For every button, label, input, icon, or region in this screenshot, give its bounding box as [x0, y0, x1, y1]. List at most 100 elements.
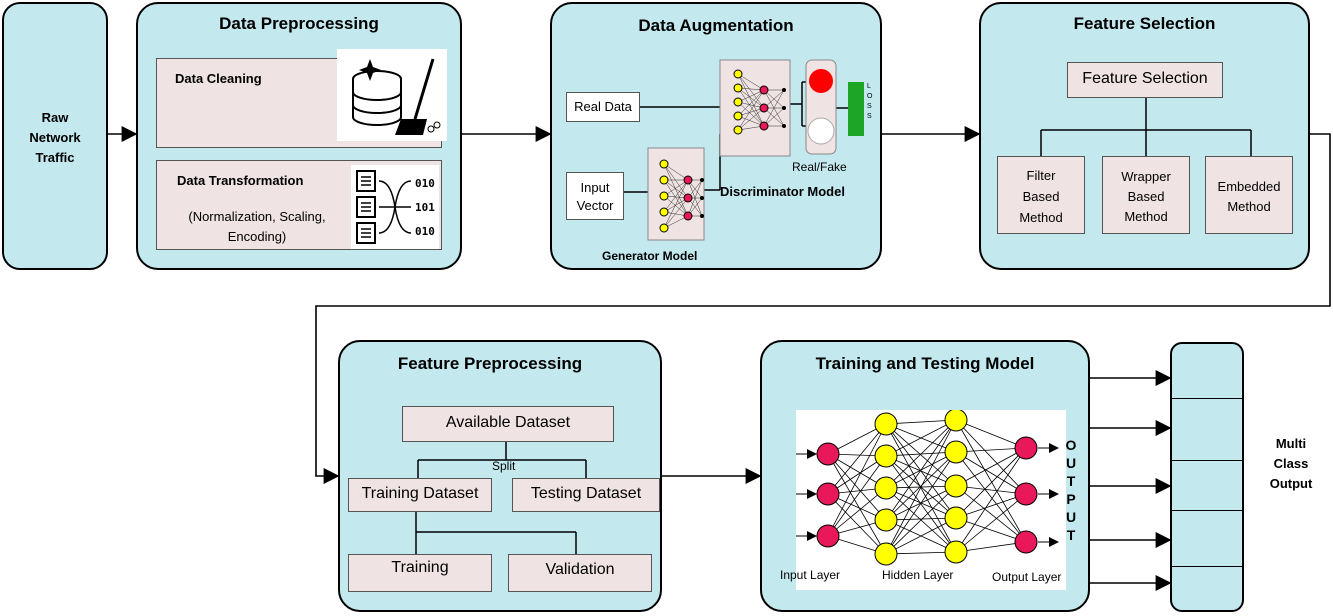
network-node	[874, 508, 898, 532]
network-edge	[885, 517, 957, 521]
network-node	[1014, 482, 1038, 506]
svg-text:101: 101	[415, 201, 435, 214]
neural-network	[796, 408, 1059, 566]
data-augmentation-panel: Data Augmentation	[550, 2, 882, 270]
generator-model-label: Generator Model	[602, 249, 698, 263]
network-edge	[737, 73, 765, 91]
multi-class-output-stack	[1170, 342, 1244, 612]
network-node	[816, 442, 840, 466]
network-node	[659, 207, 669, 217]
feature-selection-panel: Feature Selection Feature Selection Filt…	[979, 2, 1310, 270]
network-node	[816, 524, 840, 548]
network-edge	[827, 487, 887, 537]
network-edge	[955, 517, 1027, 543]
network-edge	[737, 107, 765, 131]
panel-title: Feature Preprocessing	[397, 354, 583, 373]
network-node	[733, 69, 743, 79]
network-edge	[885, 423, 957, 553]
database-broom-icon	[337, 49, 447, 141]
network-edge	[737, 89, 765, 117]
network-edge	[955, 419, 1027, 449]
network-edge	[737, 89, 765, 103]
network-edge	[955, 541, 1027, 553]
network-edge	[885, 485, 957, 555]
raw-network-traffic-label: Raw Network Traffic	[29, 110, 81, 165]
split-tree-lines	[415, 442, 587, 554]
network-node	[1014, 530, 1038, 554]
network-edge	[885, 551, 957, 555]
network-node	[659, 223, 669, 233]
network-node	[782, 124, 786, 128]
network-edge	[663, 179, 689, 199]
network-node	[659, 191, 669, 201]
validation-box: Validation	[508, 554, 652, 592]
input-vector-box: Input Vector	[566, 172, 624, 220]
network-edge	[737, 87, 765, 127]
generator-network	[647, 147, 705, 241]
network-node	[874, 476, 898, 500]
network-edge	[827, 423, 887, 537]
training-box: Training	[348, 554, 492, 592]
network-node	[874, 412, 898, 436]
gan-diagram	[624, 59, 864, 241]
network-edge	[827, 453, 887, 555]
network-edge	[885, 419, 957, 555]
network-node	[733, 111, 743, 121]
network-edge	[885, 419, 957, 521]
discriminator-network	[719, 59, 791, 157]
network-edge	[687, 179, 703, 217]
network-edge	[955, 485, 1027, 495]
network-edge	[885, 419, 957, 457]
network-edge	[955, 493, 1027, 553]
network-edge	[955, 485, 1027, 543]
svg-text:010: 010	[415, 225, 435, 238]
network-node	[683, 175, 693, 185]
network-edge	[737, 73, 765, 127]
network-edge	[885, 451, 957, 521]
network-node	[733, 125, 743, 135]
network-edge	[955, 447, 1027, 453]
network-edge	[885, 517, 957, 555]
network-edge	[663, 163, 689, 199]
multi-class-output-label: Multi Class Output	[1269, 436, 1313, 491]
network-node	[1014, 436, 1038, 460]
network-edge	[827, 455, 887, 537]
network-edge	[663, 163, 689, 217]
network-node	[944, 540, 968, 564]
training-testing-panel: Training and Testing Model O U T P U T I…	[760, 340, 1090, 612]
testing-dataset-box: Testing Dataset	[512, 478, 660, 512]
network-edge	[827, 455, 887, 495]
network-node	[700, 178, 704, 182]
network-edge	[663, 179, 689, 213]
network-node	[683, 211, 693, 221]
network-edge	[663, 197, 689, 213]
real-fake-indicator	[805, 59, 837, 155]
network-edge	[955, 419, 1027, 543]
network-edge	[737, 87, 765, 109]
data-transformation-detail: (Normalization, Scaling, Encoding)	[188, 209, 326, 244]
raw-network-traffic-panel: Raw Network Traffic	[2, 2, 108, 270]
data-cleaning-box: Data Cleaning	[156, 49, 447, 148]
network-edge	[663, 179, 689, 197]
network-edge	[737, 73, 765, 109]
network-edge	[955, 451, 1027, 543]
network-node	[782, 106, 786, 110]
network-edge	[663, 163, 689, 181]
network-node	[700, 196, 704, 200]
network-node	[944, 408, 968, 432]
network-edge	[885, 419, 957, 489]
network-edge	[827, 423, 887, 495]
data-preprocessing-panel: Data Preprocessing Data Cleaning Data Tr…	[136, 2, 462, 270]
network-edge	[955, 447, 1027, 487]
network-edge	[737, 101, 765, 127]
feature-preprocessing-panel: Feature Preprocessing Available Dataset …	[338, 340, 662, 612]
network-node	[700, 214, 704, 218]
loss-bar	[848, 82, 864, 136]
real-data-box: Real Data	[566, 92, 640, 122]
output-vertical-label: O U T P U T	[1065, 437, 1077, 543]
hidden-layer-label: Hidden Layer	[882, 568, 954, 582]
network-node	[944, 474, 968, 498]
available-dataset-box: Available Dataset	[402, 406, 614, 442]
network-edge	[885, 455, 957, 553]
